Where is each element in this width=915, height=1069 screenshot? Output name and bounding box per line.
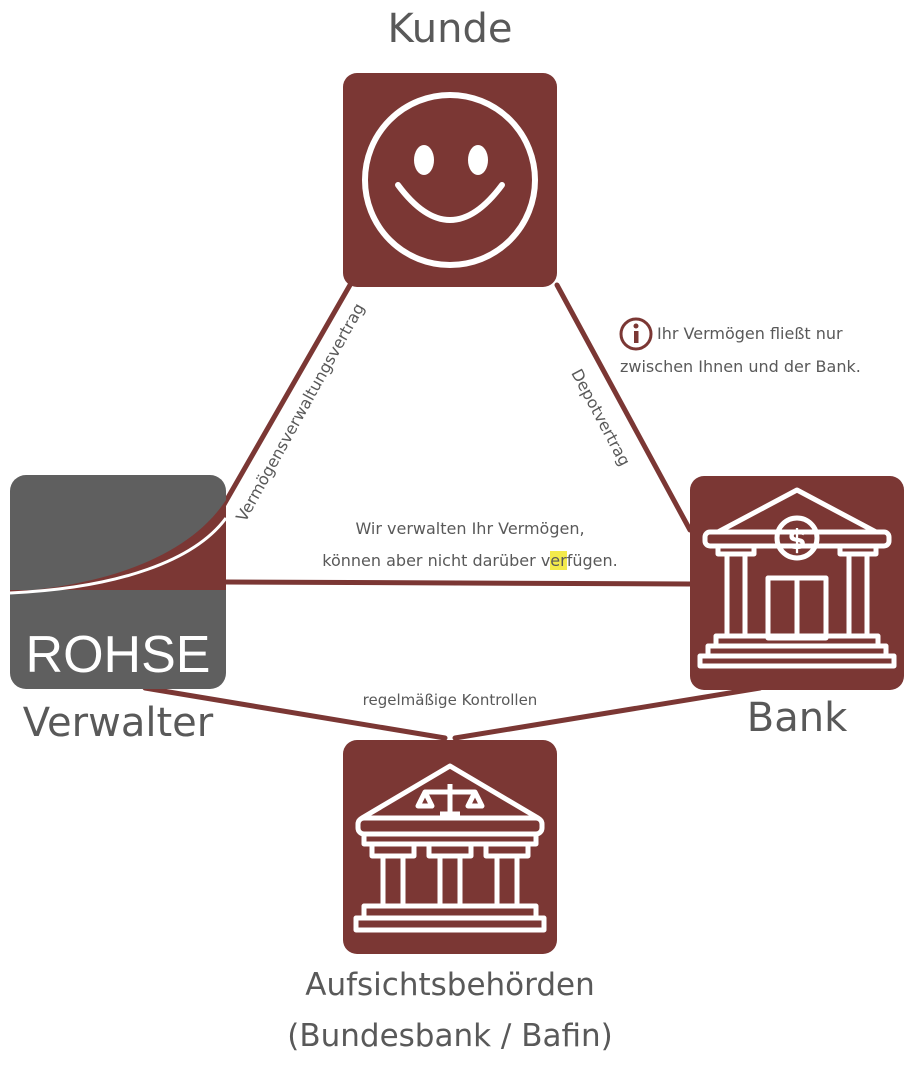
line-kunde-bank <box>554 282 693 533</box>
rohse-logo-text: ROHSE <box>25 626 211 684</box>
info-line2: zwischen Ihnen und der Bank. <box>620 357 861 376</box>
kunde-title: Kunde <box>387 6 513 52</box>
line-kunde-verwalter <box>219 282 353 511</box>
kunde-box <box>343 73 557 287</box>
edge-text-highlight: er <box>550 551 567 570</box>
aufsicht-box <box>343 740 557 954</box>
aufsicht-title-line1: Aufsichtsbehörden <box>305 967 595 1003</box>
dollar-sign: $ <box>787 523 806 556</box>
edge-label-verwalter-bank-line1: Wir verwalten Ihr Vermögen, <box>355 519 585 538</box>
line-bank-aufsicht <box>452 685 763 741</box>
edge-label-verwalter-bank-line2: können aber nicht darüber verfügen. <box>290 551 650 570</box>
aufsicht-title-line2: (Bundesbank / Bafin) <box>287 1018 613 1054</box>
info-icon <box>619 317 653 351</box>
edge-label-verwaltungsvertrag: Vermögensverwaltungsvertrag <box>232 300 368 525</box>
bank-title: Bank <box>746 695 848 741</box>
line-verwalter-bank <box>222 579 693 587</box>
bank-building-icon <box>697 487 897 669</box>
smiley-icon <box>362 92 538 268</box>
edge-label-depotvertrag: Depotvertrag <box>567 366 634 469</box>
bank-box: $ <box>690 476 904 690</box>
info-line1: Ihr Vermögen fließt nur <box>657 324 843 343</box>
courthouse-scales-icon <box>353 763 547 933</box>
rohse-logo <box>10 475 226 689</box>
edge-text-c: fügen. <box>566 551 618 570</box>
verwalter-title: Verwalter <box>22 700 214 746</box>
edge-label-kontrollen: regelmäßige Kontrollen <box>362 691 538 709</box>
line-verwalter-aufsicht <box>142 685 448 741</box>
edge-text-a: können aber nicht darüber v <box>322 551 551 570</box>
